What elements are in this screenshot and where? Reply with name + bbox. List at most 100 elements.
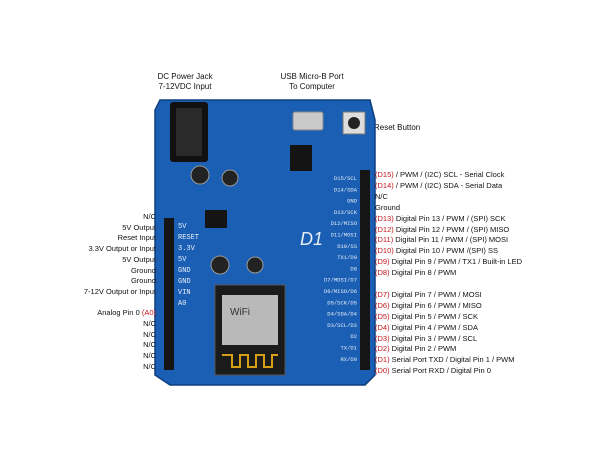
pin-label-row: (D15) / PWM / (I2C) SCL - Serial Clock bbox=[375, 170, 504, 180]
pin-label-row: (D14) / PWM / (I2C) SDA - Serial Data bbox=[375, 181, 502, 191]
pin-id: (D5) bbox=[375, 312, 390, 321]
pin-id: (D11) bbox=[375, 235, 393, 244]
left-pin-header bbox=[164, 218, 174, 370]
pin-description: Digital Pin 5 / PWM / SCK bbox=[390, 312, 478, 321]
pin-description: Digital Pin 12 / PWM / (SPI) MISO bbox=[394, 225, 509, 234]
pin-label-row: N/C bbox=[143, 351, 156, 361]
pin-description: Digital Pin 11 / PWM / (SPI) MOSI bbox=[393, 235, 508, 244]
pin-label-row: (D5) Digital Pin 5 / PWM / SCK bbox=[375, 312, 478, 322]
pin-id: (D9) bbox=[375, 257, 390, 266]
pin-description: Serial Port TXD / Digital Pin 1 / PWM bbox=[390, 355, 515, 364]
silkscreen-label: D4/SDA/D4 bbox=[327, 311, 357, 318]
pin-label-row: N/C bbox=[143, 212, 156, 222]
usb-port-title: USB Micro-B Port bbox=[272, 72, 352, 82]
pin-description: Digital Pin 6 / PWM / MISO bbox=[390, 301, 482, 310]
silkscreen-label: 5V bbox=[178, 256, 187, 264]
pin-id: (D8) bbox=[375, 268, 390, 277]
pin-id: (D7) bbox=[375, 290, 390, 299]
pin-id: (D13) bbox=[375, 214, 394, 223]
pin-id: (D6) bbox=[375, 301, 390, 310]
pin-description: Ground bbox=[375, 203, 400, 212]
pin-id: (D14) bbox=[375, 181, 394, 190]
pin-label-row: (D13) Digital Pin 13 / PWM / (SPI) SCK bbox=[375, 214, 505, 224]
pin-label-row: (D12) Digital Pin 12 / PWM / (SPI) MISO bbox=[375, 225, 509, 235]
usb-serial-chip bbox=[290, 145, 312, 171]
pin-label-row: 5V Output bbox=[122, 223, 156, 233]
board-model: D1 bbox=[300, 229, 323, 249]
silkscreen-label: RESET bbox=[178, 234, 199, 242]
pin-description: Digital Pin 2 / PWM bbox=[390, 344, 457, 353]
silkscreen-label: D13/SCK bbox=[334, 209, 358, 216]
capacitor bbox=[247, 257, 263, 273]
pin-label-row: N/C bbox=[143, 362, 156, 372]
pin-label-row: (D0) Serial Port RXD / Digital Pin 0 bbox=[375, 366, 491, 376]
pin-label-row: Ground bbox=[375, 203, 400, 213]
dc-power-jack-title: DC Power Jack bbox=[150, 72, 220, 82]
pin-description: N/C bbox=[143, 340, 156, 349]
pin-label-row: N/C bbox=[143, 330, 156, 340]
silkscreen-label: D12/MISO bbox=[331, 220, 358, 227]
pin-description: N/C bbox=[143, 212, 156, 221]
left-pin-labels: N/C 5V OutputReset Input3.3V Output or In… bbox=[0, 212, 156, 372]
pin-id: (D1) bbox=[375, 355, 390, 364]
silkscreen-label: RX/D0 bbox=[340, 356, 357, 363]
silkscreen-label: GND bbox=[347, 198, 358, 205]
pin-label-row: (D9) Digital Pin 9 / PWM / TX1 / Built-i… bbox=[375, 257, 522, 267]
silkscreen-label: D5/SCK/D5 bbox=[327, 299, 357, 306]
wifi-logo: WiFi bbox=[230, 307, 250, 318]
capacitor bbox=[222, 170, 238, 186]
pin-label-row: (D4) Digital Pin 4 / PWM / SDA bbox=[375, 323, 478, 333]
pin-id: (D3) bbox=[375, 334, 390, 343]
silkscreen-label: D6/MISO/D6 bbox=[324, 288, 357, 295]
pin-label-row: (D8) Digital Pin 8 / PWM bbox=[375, 268, 456, 278]
pin-description: Ground bbox=[131, 266, 156, 275]
silkscreen-label: D14/SDA bbox=[334, 186, 358, 193]
silkscreen-label: TX1/D9 bbox=[337, 254, 357, 261]
pin-id: (D10) bbox=[375, 246, 394, 255]
capacitor bbox=[191, 166, 209, 184]
pin-description: Digital Pin 4 / PWM / SDA bbox=[390, 323, 478, 332]
silkscreen-label: D3/SCL/D3 bbox=[327, 322, 357, 329]
pin-label-row: (D3) Digital Pin 3 / PWM / SCL bbox=[375, 334, 477, 344]
pin-label-row: (D1) Serial Port TXD / Digital Pin 1 / P… bbox=[375, 355, 515, 365]
pin-description: N/C bbox=[143, 362, 156, 371]
pin-id: (D0) bbox=[375, 366, 390, 375]
silkscreen-label: VIN bbox=[178, 289, 191, 297]
regulator bbox=[205, 210, 227, 228]
pin-label-row: Reset Input bbox=[118, 233, 156, 243]
silkscreen-label: 5V bbox=[178, 223, 187, 231]
pin-label-row: 7-12V Output or Input bbox=[84, 287, 156, 297]
silkscreen-label: A0 bbox=[178, 300, 186, 308]
capacitor bbox=[211, 256, 229, 274]
pin-label-row: 3.3V Output or Input bbox=[88, 244, 156, 254]
pin-description: 3.3V Output or Input bbox=[88, 244, 156, 253]
silkscreen-label: TX/D1 bbox=[340, 345, 357, 352]
pin-id: (D12) bbox=[375, 225, 394, 234]
reset-button-label: Reset Button bbox=[374, 123, 420, 133]
pin-description: N/C bbox=[143, 330, 156, 339]
pin-label-row: N/C bbox=[375, 192, 388, 202]
pin-label-row: N/C bbox=[143, 319, 156, 329]
usb-port-label: USB Micro-B Port To Computer bbox=[272, 72, 352, 92]
reset-button-cap bbox=[348, 117, 360, 129]
wemos-d1-board: WiFi D1 5V RESET 3.3V 5V GND GND VIN A0 D15/SCL… bbox=[150, 90, 380, 390]
pin-label-row: Ground bbox=[131, 266, 156, 276]
silkscreen-label: 3.3V bbox=[178, 245, 196, 253]
silkscreen-label: GND bbox=[178, 267, 191, 275]
pin-description: / PWM / (I2C) SDA - Serial Data bbox=[394, 181, 502, 190]
silkscreen-label: D15/SCL bbox=[334, 175, 357, 182]
pin-description: N/C bbox=[375, 192, 388, 201]
pin-description: N/C bbox=[143, 351, 156, 360]
pin-id: (D15) bbox=[375, 170, 394, 179]
pin-label-row: Analog Pin 0 (A0) bbox=[97, 308, 156, 318]
pin-id: (D2) bbox=[375, 344, 390, 353]
dc-power-jack-label: DC Power Jack 7-12VDC Input bbox=[150, 72, 220, 92]
silkscreen-label: D8 bbox=[350, 265, 357, 272]
silkscreen-label: D11/MOSI bbox=[331, 232, 357, 239]
pin-id: (D4) bbox=[375, 323, 390, 332]
pin-description: 7-12V Output or Input bbox=[84, 287, 156, 296]
pin-label-row: (D7) Digital Pin 7 / PWM / MOSI bbox=[375, 290, 482, 300]
right-pin-header bbox=[360, 170, 370, 370]
usb-micro-b-port bbox=[293, 112, 323, 130]
pin-description: Digital Pin 10 / PWM /(SPI) SS bbox=[394, 246, 498, 255]
